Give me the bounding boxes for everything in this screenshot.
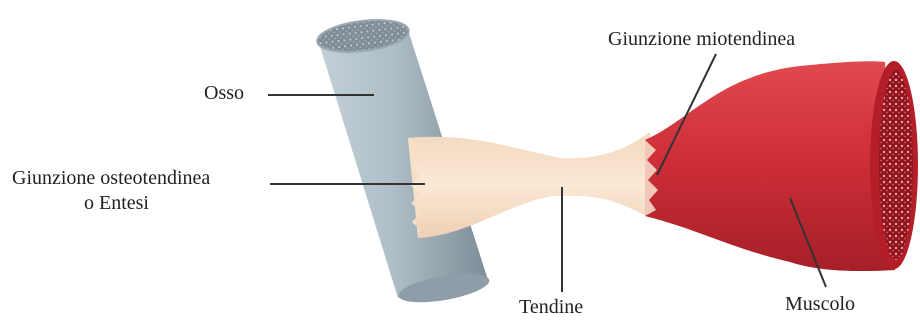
label-muscolo: Muscolo xyxy=(785,293,855,315)
muscle-shape xyxy=(645,61,918,271)
label-tendine: Tendine xyxy=(519,296,583,318)
label-entesi: o Entesi xyxy=(84,192,149,214)
tendon-shape xyxy=(408,132,650,238)
label-giunzione-miotendinea: Giunzione miotendinea xyxy=(608,28,795,50)
label-osso: Osso xyxy=(204,82,244,104)
label-giunzione-osteotendinea: Giunzione osteotendinea xyxy=(12,167,210,189)
